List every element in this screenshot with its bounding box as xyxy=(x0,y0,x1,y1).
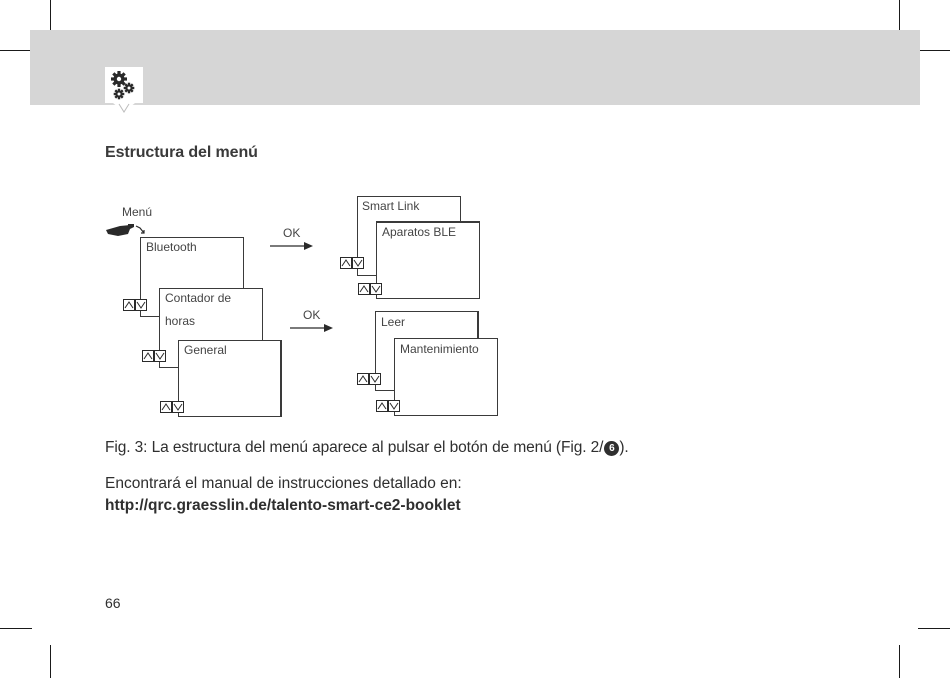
crop-mark xyxy=(0,50,32,51)
gears-icon xyxy=(111,71,135,100)
header-band xyxy=(30,30,920,105)
up-down-arrows-icon xyxy=(376,400,400,412)
menu-label: Menú xyxy=(122,205,153,219)
page-title: Estructura del menú xyxy=(105,144,258,161)
figure-caption: Fig. 3: La estructura del menú aparece a… xyxy=(105,439,629,457)
up-down-arrows-icon xyxy=(160,401,184,413)
arrow-right-icon xyxy=(290,324,333,332)
up-down-arrows-icon xyxy=(142,350,166,362)
caption-text-after: ). xyxy=(619,439,629,456)
mantenimiento-label: Mantenimiento xyxy=(400,342,479,356)
crop-mark xyxy=(918,628,950,629)
up-down-arrows-icon xyxy=(340,257,364,269)
menu-box-aparatos-ble xyxy=(376,221,480,299)
header-tab xyxy=(105,67,143,103)
crop-mark xyxy=(899,645,900,678)
up-down-arrows-icon xyxy=(123,299,147,311)
ok-label-top: OK xyxy=(283,226,301,240)
page-number: 66 xyxy=(105,595,121,611)
crop-mark xyxy=(0,628,32,629)
menu-box-general xyxy=(178,340,282,417)
manual-text: Encontrará el manual de instrucciones de… xyxy=(105,475,462,492)
general-label: General xyxy=(184,343,227,357)
manual-url: http://qrc.graesslin.de/talento-smart-ce… xyxy=(105,497,461,514)
arrow-right-icon xyxy=(270,242,313,250)
bluetooth-label: Bluetooth xyxy=(146,240,197,254)
leer-label: Leer xyxy=(381,315,406,329)
crop-mark xyxy=(899,0,900,32)
contador-label-line2: horas xyxy=(165,314,196,328)
crop-mark xyxy=(50,0,51,32)
aparatos-ble-label: Aparatos BLE xyxy=(382,225,457,239)
tab-pointer xyxy=(113,103,135,113)
caption-text-before: Fig. 3: La estructura del menú aparece a… xyxy=(105,439,604,456)
pointing-hand-icon xyxy=(106,224,145,236)
menu-box-mantenimiento xyxy=(394,338,498,416)
number-badge: 6 xyxy=(604,441,620,456)
crop-mark xyxy=(918,50,950,51)
crop-mark xyxy=(50,645,51,678)
ok-label-bottom: OK xyxy=(303,308,321,322)
up-down-arrows-icon xyxy=(357,373,381,385)
contador-label-line1: Contador de xyxy=(165,291,232,305)
smart-link-label: Smart Link xyxy=(362,199,420,213)
up-down-arrows-icon xyxy=(358,283,382,295)
